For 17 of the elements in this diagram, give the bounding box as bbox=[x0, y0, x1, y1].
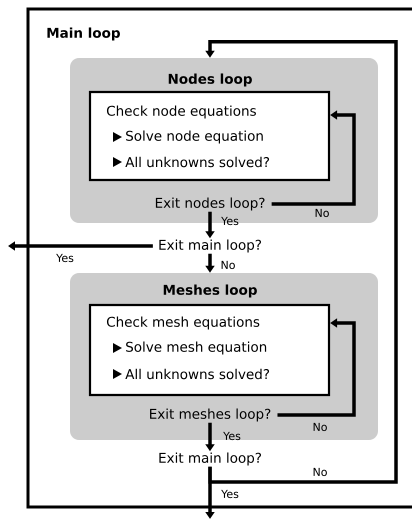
panel-title: Meshes loop bbox=[164, 284, 257, 298]
edge-label: No bbox=[314, 468, 327, 476]
panel-title: Nodes loop bbox=[168, 73, 252, 87]
decision-text: Exit nodes loop? bbox=[156, 197, 265, 211]
decision-text: Exit main loop? bbox=[159, 239, 262, 253]
decision-text: Exit meshes loop? bbox=[150, 408, 270, 422]
edge-label: Yes bbox=[221, 216, 238, 226]
edge-label: Yes bbox=[221, 490, 238, 498]
step-box: Check mesh equations Solve mesh equation All unknowns solved? bbox=[88, 304, 330, 396]
frame-title: Main loop bbox=[47, 27, 120, 41]
edge-label: No bbox=[316, 208, 329, 218]
edge-label: Yes bbox=[223, 432, 240, 440]
edge-label: No bbox=[314, 422, 327, 432]
step-box: Check node equations Solve node equation All unknowns solved? bbox=[88, 90, 330, 182]
edge-label: Yes bbox=[56, 254, 74, 262]
decision-text: Exit main loop? bbox=[159, 452, 262, 466]
edge-label: No bbox=[222, 260, 235, 270]
